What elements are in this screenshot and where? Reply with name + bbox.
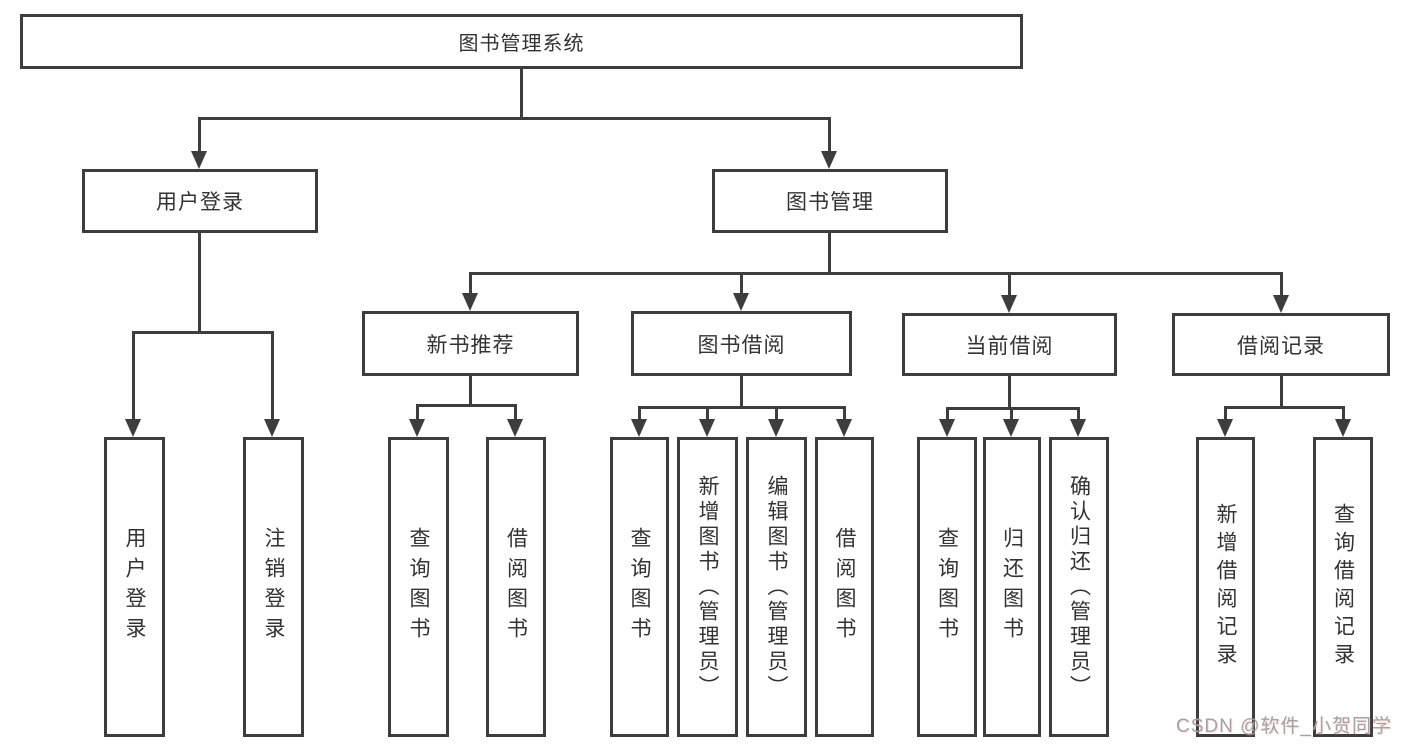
- node-leaf-confirm-return-admin: 确认归还（管理员）: [1049, 437, 1109, 737]
- arrowhead-down-icon: [821, 151, 837, 169]
- node-current-borrow-label: 当前借阅: [965, 334, 1054, 358]
- node-book-borrow: 图书借阅: [631, 311, 852, 376]
- leaf-label: 借阅图书: [833, 527, 857, 647]
- connector-line: [1224, 406, 1345, 409]
- node-new-book-recommend: 新书推荐: [362, 311, 579, 376]
- leaf-label: 借阅图书: [504, 527, 528, 647]
- leaf-label: 注销登录: [262, 527, 286, 647]
- connector-line: [198, 117, 831, 120]
- connector-line: [740, 272, 743, 296]
- leaf-label: 查询图书: [935, 527, 959, 647]
- leaf-label: 编辑图书（管理员）: [765, 474, 789, 700]
- node-leaf-query-book-3: 查询图书: [917, 437, 977, 737]
- node-leaf-add-book-admin: 新增图书（管理员）: [677, 437, 738, 737]
- arrowhead-down-icon: [768, 419, 784, 437]
- connector-line: [706, 406, 709, 422]
- leaf-label: 新增借阅记录: [1214, 503, 1238, 671]
- arrowhead-down-icon: [125, 419, 141, 437]
- leaf-label: 查询图书: [628, 527, 652, 647]
- arrowhead-down-icon: [462, 293, 478, 311]
- connector-line: [271, 331, 274, 423]
- leaf-label: 用户登录: [123, 527, 147, 647]
- connector-line: [132, 331, 274, 334]
- leaf-label: 确认归还（管理员）: [1067, 474, 1091, 700]
- node-book-borrow-label: 图书借阅: [697, 333, 786, 357]
- connector-line: [946, 407, 1080, 410]
- connector-line: [514, 404, 517, 422]
- connector-line: [198, 233, 201, 334]
- arrowhead-down-icon: [699, 419, 715, 437]
- node-root-label: 图书管理系统: [458, 33, 585, 55]
- node-user-login-label: 用户登录: [156, 191, 244, 214]
- connector-line: [1280, 272, 1283, 296]
- leaf-label: 归还图书: [1000, 527, 1024, 647]
- node-leaf-add-borrow-record: 新增借阅记录: [1196, 437, 1255, 737]
- arrowhead-down-icon: [1070, 419, 1086, 437]
- arrowhead-down-icon: [409, 419, 425, 437]
- connector-line: [469, 272, 1282, 275]
- node-current-borrow: 当前借阅: [902, 313, 1117, 376]
- arrowhead-down-icon: [1217, 419, 1233, 437]
- leaf-label: 查询图书: [407, 527, 431, 647]
- node-new-book-recommend-label: 新书推荐: [426, 333, 515, 357]
- connector-line: [740, 376, 743, 408]
- connector-line: [1224, 406, 1227, 422]
- connector-line: [416, 404, 419, 422]
- connector-line: [1342, 406, 1345, 422]
- arrowhead-down-icon: [631, 419, 647, 437]
- connector-line: [638, 406, 846, 409]
- leaf-label: 查询借阅记录: [1331, 503, 1355, 671]
- node-leaf-return-book: 归还图书: [983, 437, 1041, 737]
- connector-line: [828, 233, 831, 274]
- connector-line: [843, 406, 846, 422]
- node-user-login: 用户登录: [82, 169, 318, 233]
- node-leaf-user-login: 用户登录: [104, 437, 165, 737]
- csdn-watermark: CSDN @软件_小贺同学: [1176, 716, 1392, 737]
- node-leaf-borrow-book-1: 借阅图书: [486, 437, 546, 737]
- connector-line: [198, 117, 201, 157]
- connector-line: [1280, 376, 1283, 408]
- leaf-label: 新增图书（管理员）: [696, 474, 720, 700]
- arrowhead-down-icon: [507, 419, 523, 437]
- arrowhead-down-icon: [191, 151, 207, 169]
- node-book-management: 图书管理: [712, 169, 948, 233]
- connector-line: [132, 331, 135, 423]
- arrowhead-down-icon: [1273, 295, 1289, 313]
- node-leaf-edit-book-admin: 编辑图书（管理员）: [746, 437, 807, 737]
- node-borrow-record: 借阅记录: [1172, 313, 1390, 376]
- connector-line: [469, 376, 472, 406]
- connector-line: [775, 406, 778, 422]
- node-borrow-record-label: 借阅记录: [1237, 334, 1325, 358]
- arrowhead-down-icon: [733, 293, 749, 311]
- node-leaf-query-book-1: 查询图书: [388, 437, 449, 737]
- connector-line: [1010, 407, 1013, 422]
- node-leaf-borrow-book-2: 借阅图书: [815, 437, 874, 737]
- arrowhead-down-icon: [836, 419, 852, 437]
- arrowhead-down-icon: [939, 419, 955, 437]
- connector-line: [1008, 272, 1011, 296]
- arrowhead-down-icon: [1335, 419, 1351, 437]
- node-root: 图书管理系统: [20, 14, 1023, 69]
- node-leaf-logout: 注销登录: [243, 437, 304, 737]
- arrowhead-down-icon: [1003, 419, 1019, 437]
- connector-line: [1008, 376, 1011, 409]
- node-leaf-query-borrow-record: 查询借阅记录: [1313, 437, 1373, 737]
- arrowhead-down-icon: [1001, 295, 1017, 313]
- connector-line: [1077, 407, 1080, 422]
- connector-line: [469, 272, 472, 296]
- node-leaf-query-book-2: 查询图书: [610, 437, 669, 737]
- connector-line: [828, 117, 831, 157]
- connector-line: [638, 406, 641, 422]
- connector-line: [416, 404, 517, 407]
- connector-line: [520, 68, 523, 119]
- arrowhead-down-icon: [264, 419, 280, 437]
- connector-line: [946, 407, 949, 422]
- node-book-management-label: 图书管理: [786, 191, 874, 214]
